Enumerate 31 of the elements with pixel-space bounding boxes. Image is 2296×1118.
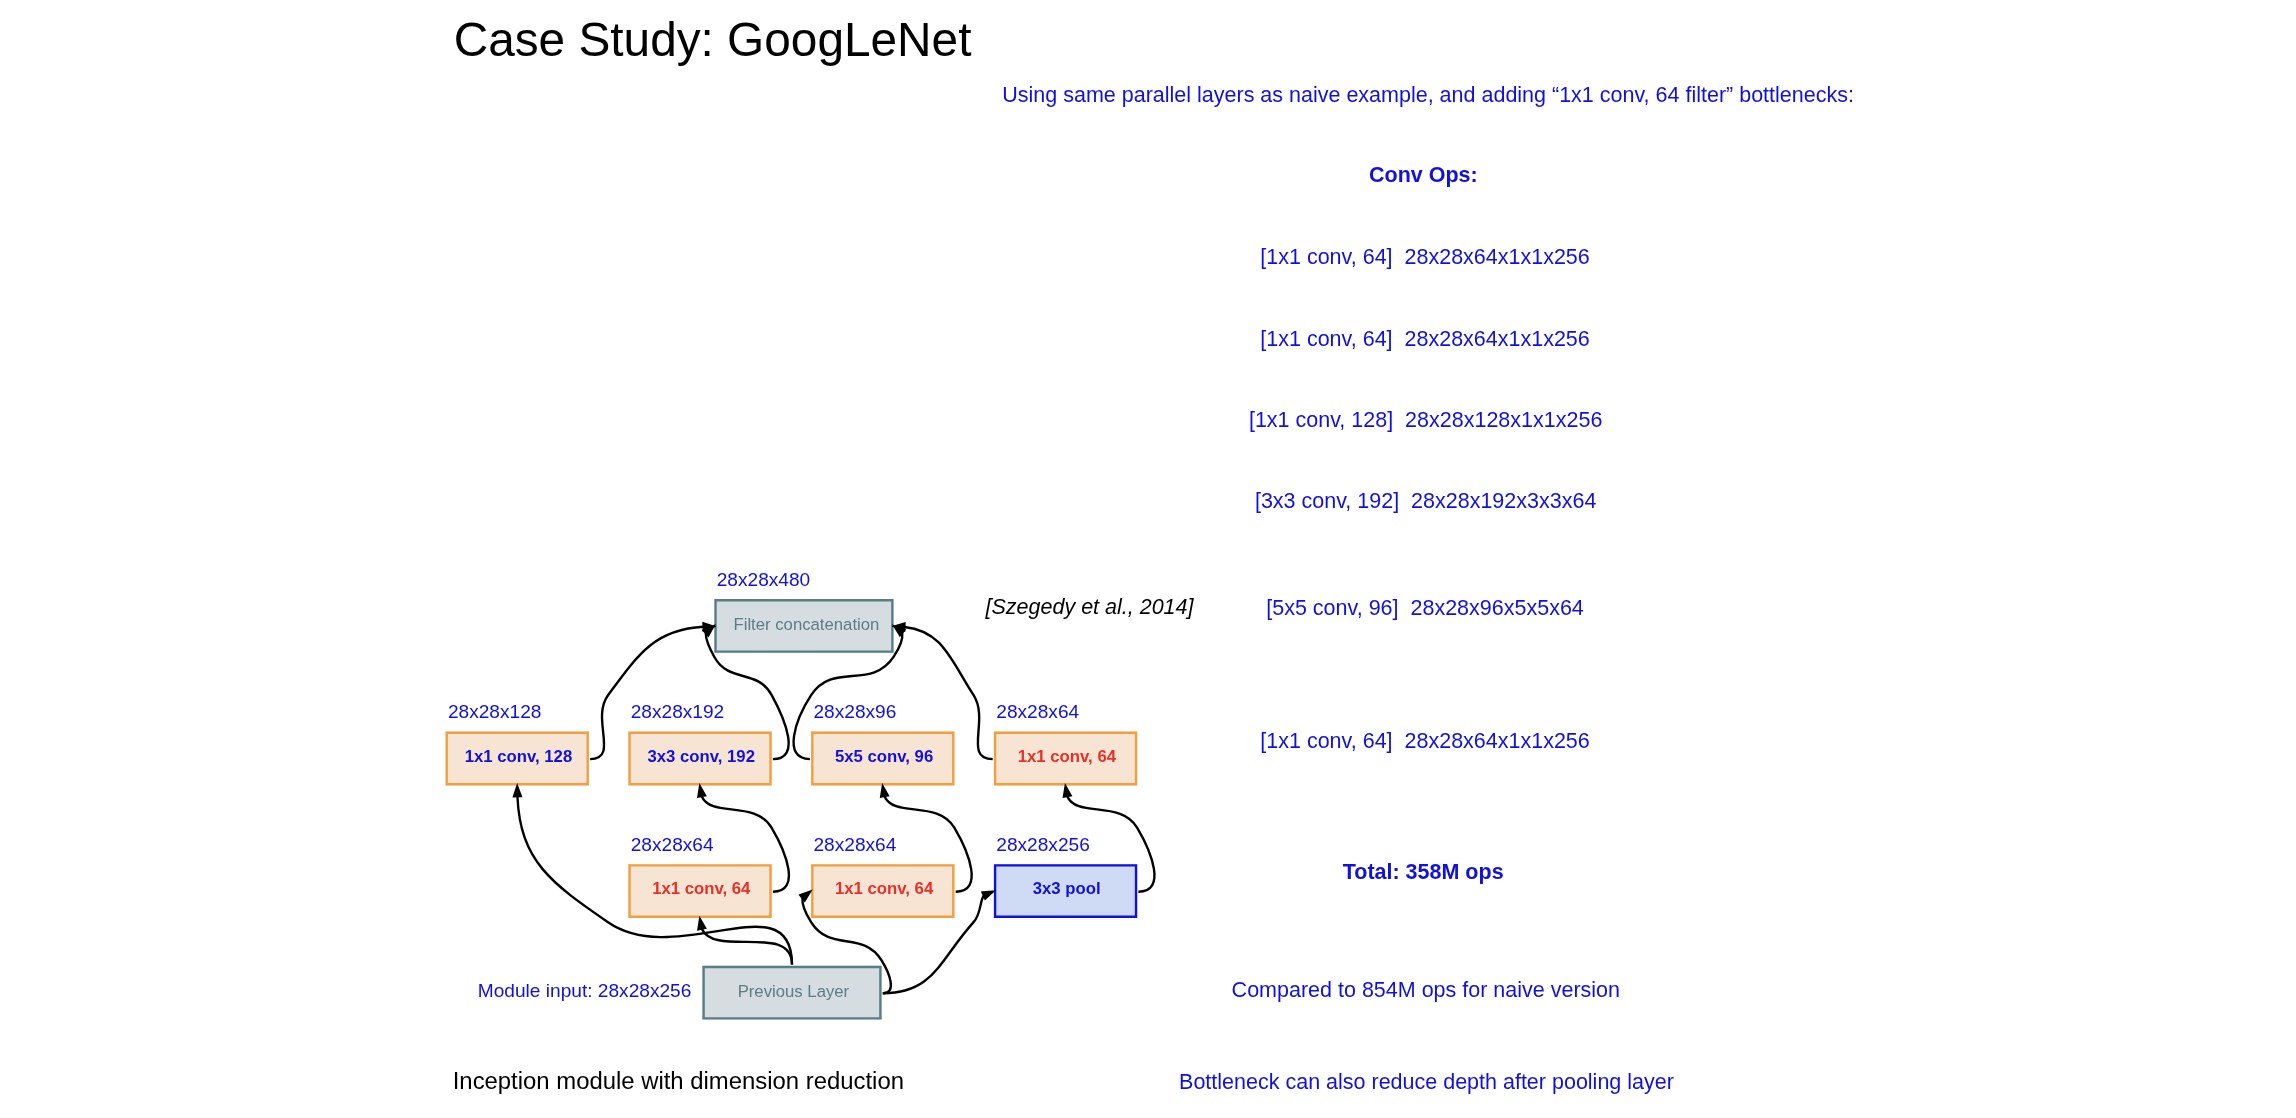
node-label: 28x28x64	[630, 833, 714, 855]
label: [1x1 conv, 64] 28x28x64x1x1x256	[1260, 728, 1590, 753]
label: Using same parallel layers as naive example, and adding “1x1 conv, 64 filter” bottlenecks:	[1002, 82, 1854, 107]
caption: Inception module with dimension reduction	[452, 1067, 904, 1095]
arrow	[798, 889, 892, 995]
arrow	[512, 782, 794, 965]
label: [1x1 conv, 64] 28x28x64x1x1x256	[1260, 326, 1590, 351]
node-label: 28x28x480	[716, 568, 811, 590]
node-label: 28x28x64	[996, 701, 1080, 723]
label: [3x3 conv, 192] 28x28x192x3x3x64	[1254, 489, 1597, 514]
label: [Szegedy et al., 2014]	[985, 594, 1194, 619]
label: [1x1 conv, 128] 28x28x128x1x1x256	[1248, 407, 1603, 432]
node-label: Module input: 28x28x256	[477, 980, 692, 1002]
label: Bottleneck can also reduce depth after pooling layer	[1179, 1069, 1674, 1094]
node-label: 28x28x96	[813, 701, 897, 723]
arrow	[879, 783, 973, 893]
arrow	[882, 890, 996, 995]
label: Conv Ops:	[1369, 162, 1478, 187]
arrow	[701, 624, 790, 761]
diagram-title: Case Study: GoogLeNet	[453, 13, 972, 67]
node-label: 28x28x192	[630, 701, 725, 723]
label: [1x1 conv, 64] 28x28x64x1x1x256	[1260, 245, 1590, 270]
node-label: 28x28x64	[813, 833, 897, 855]
label: Total: 358M ops	[1342, 860, 1504, 885]
arrow	[697, 915, 794, 965]
node-label: 28x28x128	[447, 701, 542, 723]
arrow	[1062, 783, 1156, 893]
node-label: 28x28x256	[996, 833, 1090, 855]
arrow	[696, 783, 791, 893]
label: Compared to 854M ops for naive version	[1231, 978, 1621, 1003]
label: [5x5 conv, 96] 28x28x96x5x5x64	[1266, 596, 1584, 621]
